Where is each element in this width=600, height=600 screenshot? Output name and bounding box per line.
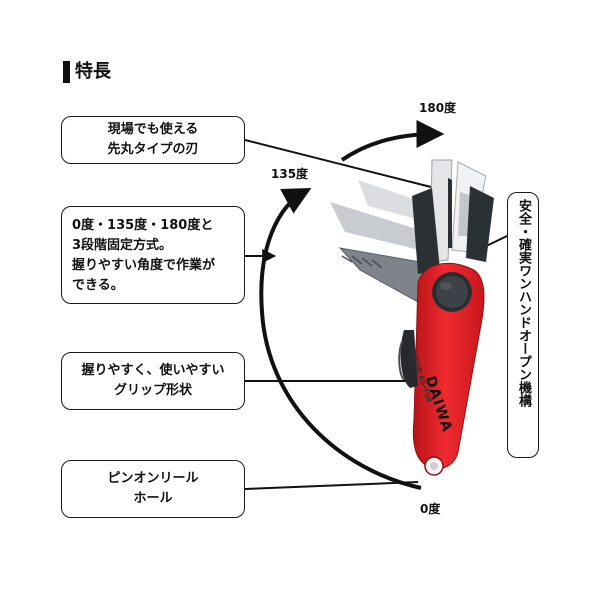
section-heading: 特長 [75, 61, 111, 82]
callout-line: 3段階固定方式。 [72, 238, 173, 253]
angle-label-180: 180度 [419, 101, 457, 115]
callout-grip: 握りやすく、使いやすい グリップ形状 [61, 352, 245, 410]
heading-marker [63, 61, 70, 83]
grip-left [412, 188, 440, 274]
callout-line: 握りやすく、使いやすい [81, 363, 225, 378]
callout-one-hand-open: 安全・確実ワンハンドオープン機構 [507, 192, 539, 458]
callout-line: 先丸タイプの刃 [107, 142, 199, 157]
red-handle [398, 262, 485, 470]
rotation-arc-upper [340, 120, 445, 162]
leader-line-1 [244, 139, 432, 188]
callout-line: グリップ形状 [113, 383, 192, 398]
callout-line: 握りやすい角度で作業が [72, 258, 216, 273]
callout-line: 現場でも使える [107, 122, 199, 137]
callout-line: 安全・確実ワンハンドオープン機構 [516, 199, 531, 407]
callout-reel-hole: ピンオンリール ホール [61, 460, 245, 518]
leader-line-4 [244, 481, 419, 490]
angle-label-135: 135度 [271, 167, 309, 181]
callout-line: ピンオンリール [107, 471, 199, 486]
angle-label-0: 0度 [420, 502, 441, 516]
callout-line: 0度・135度・180度と [72, 218, 214, 233]
rotation-arc-lower [259, 187, 422, 490]
callout-line: できる。 [72, 278, 124, 293]
grip-right [466, 186, 494, 262]
pin-on-reel-hole [424, 456, 444, 476]
callout-angle-lock: 0度・135度・180度と 3段階固定方式。 握りやすい角度で作業が できる。 [61, 206, 245, 304]
callout-line: ホール [133, 491, 173, 506]
callout-blade-tip: 現場でも使える 先丸タイプの刃 [61, 116, 245, 164]
